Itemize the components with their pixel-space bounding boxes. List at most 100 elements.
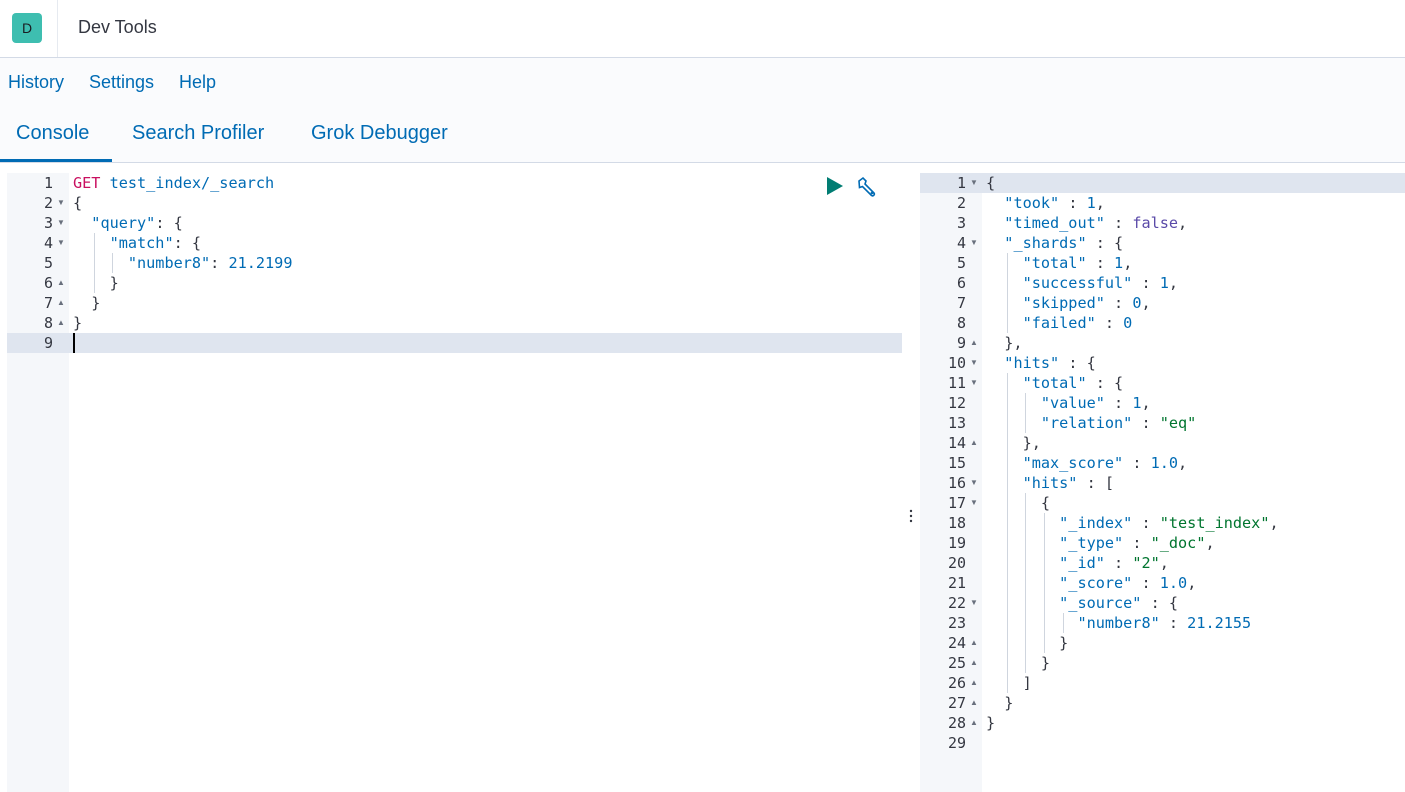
history-link[interactable]: History bbox=[8, 72, 65, 92]
code-token bbox=[986, 514, 1059, 532]
code-line: "number8" : 21.2155 bbox=[986, 613, 1251, 633]
fold-arrow-down-icon[interactable]: ▼ bbox=[970, 478, 978, 487]
fold-arrow-up-icon[interactable]: ▲ bbox=[970, 638, 978, 647]
line-number: 15 bbox=[947, 454, 966, 472]
code-token: : bbox=[1132, 574, 1160, 592]
code-line: } bbox=[986, 653, 1050, 673]
code-token bbox=[986, 474, 1023, 492]
fold-arrow-down-icon[interactable]: ▼ bbox=[970, 498, 978, 507]
fold-arrow-down-icon[interactable]: ▼ bbox=[57, 238, 65, 247]
line-number: 9 bbox=[43, 334, 53, 352]
tab-grok-debugger[interactable]: Grok Debugger bbox=[311, 122, 448, 144]
code-token: : bbox=[1059, 194, 1087, 212]
fold-arrow-down-icon[interactable]: ▼ bbox=[57, 198, 65, 207]
active-line-highlight bbox=[920, 173, 1405, 193]
line-number: 19 bbox=[947, 534, 966, 552]
fold-arrow-down-icon[interactable]: ▼ bbox=[970, 598, 978, 607]
request-gutter bbox=[7, 173, 69, 792]
code-line: "max_score" : 1.0, bbox=[986, 453, 1188, 473]
code-token: "skipped" bbox=[1022, 294, 1105, 312]
code-token: , bbox=[1178, 454, 1188, 472]
code-token bbox=[986, 594, 1059, 612]
code-token: : bbox=[1132, 514, 1160, 532]
code-line: }, bbox=[986, 333, 1022, 353]
code-token bbox=[986, 234, 1004, 252]
code-token: 1 bbox=[1132, 394, 1142, 412]
code-token bbox=[73, 234, 110, 252]
code-line: "hits" : [ bbox=[986, 473, 1114, 493]
code-token: : { bbox=[1086, 234, 1124, 252]
fold-arrow-up-icon[interactable]: ▲ bbox=[970, 678, 978, 687]
settings-link[interactable]: Settings bbox=[89, 72, 155, 92]
code-token: "match" bbox=[109, 234, 174, 252]
fold-arrow-up-icon[interactable]: ▲ bbox=[970, 338, 978, 347]
tab-bar: Console Search Profiler Grok Debugger bbox=[0, 106, 1405, 163]
play-icon[interactable] bbox=[825, 176, 845, 196]
app-avatar-badge[interactable]: D bbox=[12, 13, 42, 43]
line-number: 18 bbox=[947, 514, 966, 532]
line-number: 10 bbox=[947, 354, 966, 372]
code-token: { bbox=[73, 194, 83, 212]
code-token: } bbox=[986, 634, 1069, 652]
line-number: 20 bbox=[947, 554, 966, 572]
code-token: : { bbox=[173, 234, 202, 252]
panel-resizer[interactable] bbox=[902, 173, 920, 792]
active-line-highlight bbox=[7, 333, 902, 353]
response-editor[interactable]: 1▼{2 "took" : 1,3 "timed_out" : false,4▼… bbox=[920, 173, 1405, 792]
fold-arrow-up-icon[interactable]: ▲ bbox=[57, 318, 65, 327]
fold-arrow-down-icon[interactable]: ▼ bbox=[57, 218, 65, 227]
code-token: : bbox=[1104, 214, 1133, 232]
fold-arrow-up-icon[interactable]: ▲ bbox=[970, 658, 978, 667]
line-number: 23 bbox=[947, 614, 966, 632]
fold-arrow-up-icon[interactable]: ▲ bbox=[970, 718, 978, 727]
code-token: : bbox=[1132, 274, 1160, 292]
code-token: : bbox=[1159, 614, 1188, 632]
fold-arrow-up-icon[interactable]: ▲ bbox=[57, 298, 65, 307]
code-line: } bbox=[986, 693, 1013, 713]
fold-arrow-down-icon[interactable]: ▼ bbox=[970, 358, 978, 367]
line-number: 17 bbox=[947, 494, 966, 512]
tab-console[interactable]: Console bbox=[16, 122, 90, 144]
fold-arrow-up-icon[interactable]: ▲ bbox=[970, 438, 978, 447]
fold-arrow-up-icon[interactable]: ▲ bbox=[57, 278, 65, 287]
code-token: { bbox=[986, 494, 1051, 512]
code-line: "took" : 1, bbox=[986, 193, 1105, 213]
code-token bbox=[986, 274, 1023, 292]
help-link[interactable]: Help bbox=[179, 72, 217, 92]
line-number: 13 bbox=[947, 414, 966, 432]
line-number: 6 bbox=[43, 274, 53, 292]
code-token: } bbox=[73, 314, 83, 332]
indent-guide bbox=[1025, 393, 1027, 433]
code-line: ] bbox=[986, 673, 1032, 693]
code-token: : { bbox=[155, 214, 183, 232]
code-token: "_type" bbox=[1059, 534, 1124, 552]
code-token: , bbox=[1205, 534, 1215, 552]
code-line: { bbox=[986, 493, 1050, 513]
code-token: : bbox=[210, 254, 229, 272]
code-line: "successful" : 1, bbox=[986, 273, 1178, 293]
code-token: 1 bbox=[1114, 254, 1124, 272]
indent-guide bbox=[1006, 253, 1008, 333]
fold-arrow-down-icon[interactable]: ▼ bbox=[970, 238, 978, 247]
code-token: GET bbox=[73, 174, 110, 192]
code-token: , bbox=[1187, 574, 1197, 592]
code-token bbox=[73, 254, 128, 272]
vertical-dots-icon[interactable] bbox=[907, 506, 915, 526]
page-title: Dev Tools bbox=[78, 17, 157, 37]
response-gutter bbox=[920, 173, 982, 792]
fold-arrow-down-icon[interactable]: ▼ bbox=[970, 378, 978, 387]
code-token: : bbox=[1104, 554, 1133, 572]
tab-search-profiler[interactable]: Search Profiler bbox=[132, 122, 265, 144]
code-token: : [ bbox=[1077, 474, 1115, 492]
code-token bbox=[73, 214, 91, 232]
line-number: 3 bbox=[43, 214, 53, 232]
code-token bbox=[986, 574, 1059, 592]
fold-arrow-up-icon[interactable]: ▲ bbox=[970, 698, 978, 707]
wrench-icon[interactable] bbox=[856, 176, 878, 198]
fold-arrow-down-icon[interactable]: ▼ bbox=[970, 178, 978, 187]
code-token bbox=[986, 354, 1004, 372]
code-token: } bbox=[73, 274, 119, 292]
code-token: { bbox=[986, 174, 996, 192]
line-number: 22 bbox=[947, 594, 966, 612]
